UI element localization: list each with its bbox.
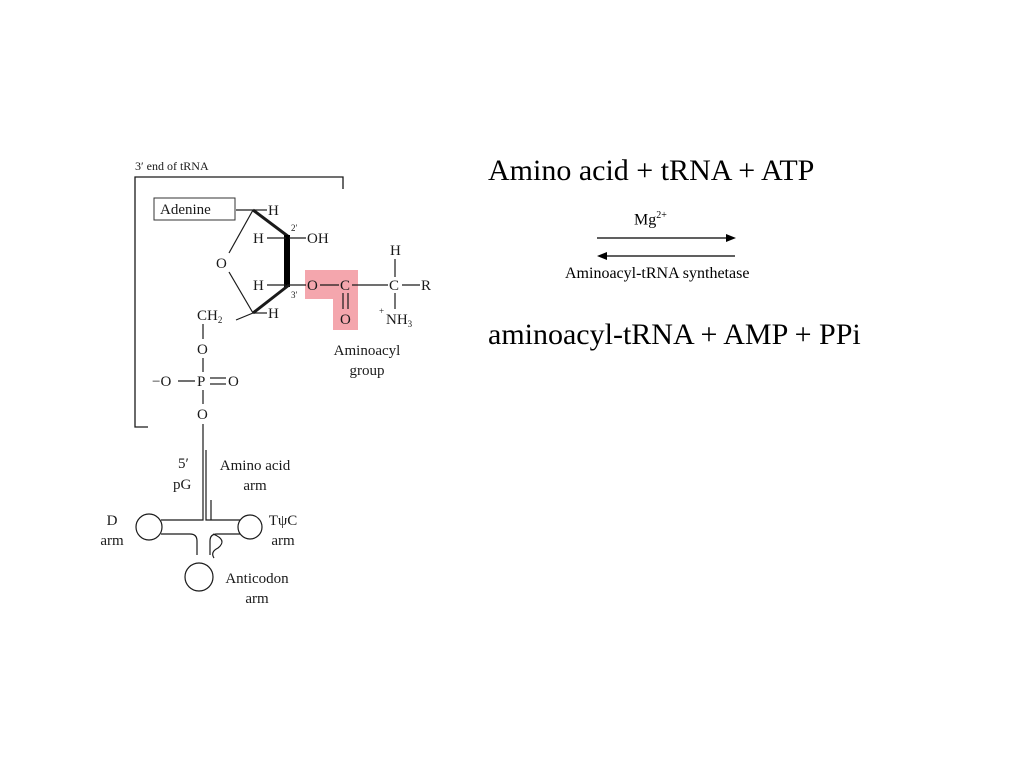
aminoacyl-highlight [305,270,358,330]
alpha-h: H [390,243,401,259]
anticodon-loop [184,562,214,592]
nh3-plus: + [379,306,384,316]
c1-h: H [268,203,279,219]
bond-c1-ring-o [228,209,254,254]
carbonyl-c: C [340,278,350,294]
ring-o: O [216,256,227,272]
alpha-c: C [389,278,399,294]
c4-h: H [268,306,279,322]
bond-ring-o-c4 [228,271,254,314]
c2-h: H [253,231,264,247]
aminoacyl-label: Aminoacyl [334,343,401,359]
carbonyl-o: O [340,312,351,328]
tpsic-arm-label: arm [271,533,295,549]
d-loop [135,513,163,541]
reactants-text: Amino acid + tRNA + ATP [488,154,815,187]
prime-3: 3′ [291,290,298,300]
cofactor-text: Mg2+ [634,210,667,229]
ch2-group: CH2 [197,308,222,325]
trna-backbone [161,424,240,555]
c3-h: H [253,278,264,294]
ester-o: O [307,278,318,294]
five-prime-label: 5′ [178,456,189,472]
group-label: group [350,363,385,379]
amino-acid-arm-label-2: arm [243,478,267,494]
variable-loop [212,533,223,559]
phosphate-o-minus: −O [152,374,171,390]
c2-oh: OH [307,231,329,247]
pg-label: pG [173,477,192,493]
reverse-arrow-head [597,252,607,260]
phosphate-o-bottom: O [197,407,208,423]
phosphate-o-top: O [197,342,208,358]
cofactor-charge: 2+ [656,210,667,221]
adenine-box [153,197,236,221]
bond-c4-ch2 [235,312,254,321]
prime-2: 2′ [291,223,298,233]
adenine-label: Adenine [160,202,211,218]
products-text: aminoacyl-tRNA + AMP + PPi [488,318,861,351]
tpsic-loop [237,514,263,540]
anticodon-arm-label: arm [245,591,269,607]
phosphorus: P [197,374,205,390]
trna-end-label: 3′ end of tRNA [135,159,209,173]
anticodon-label: Anticodon [225,571,289,587]
d-arm-label: arm [100,533,124,549]
alpha-r: R [421,278,431,294]
bond-c3-c4 [252,283,290,315]
nh3-group: NH3 [386,312,413,329]
trna-end-bracket [134,176,344,428]
enzyme-text: Aminoacyl-tRNA synthetase [565,265,750,282]
d-label: D [107,513,118,529]
amino-acid-arm-label: Amino acid [220,458,291,474]
phosphate-o-right: O [228,374,239,390]
forward-arrow-head [726,234,736,242]
bond-c1-c2 [252,208,290,239]
tpsic-label: TψC [269,513,298,529]
